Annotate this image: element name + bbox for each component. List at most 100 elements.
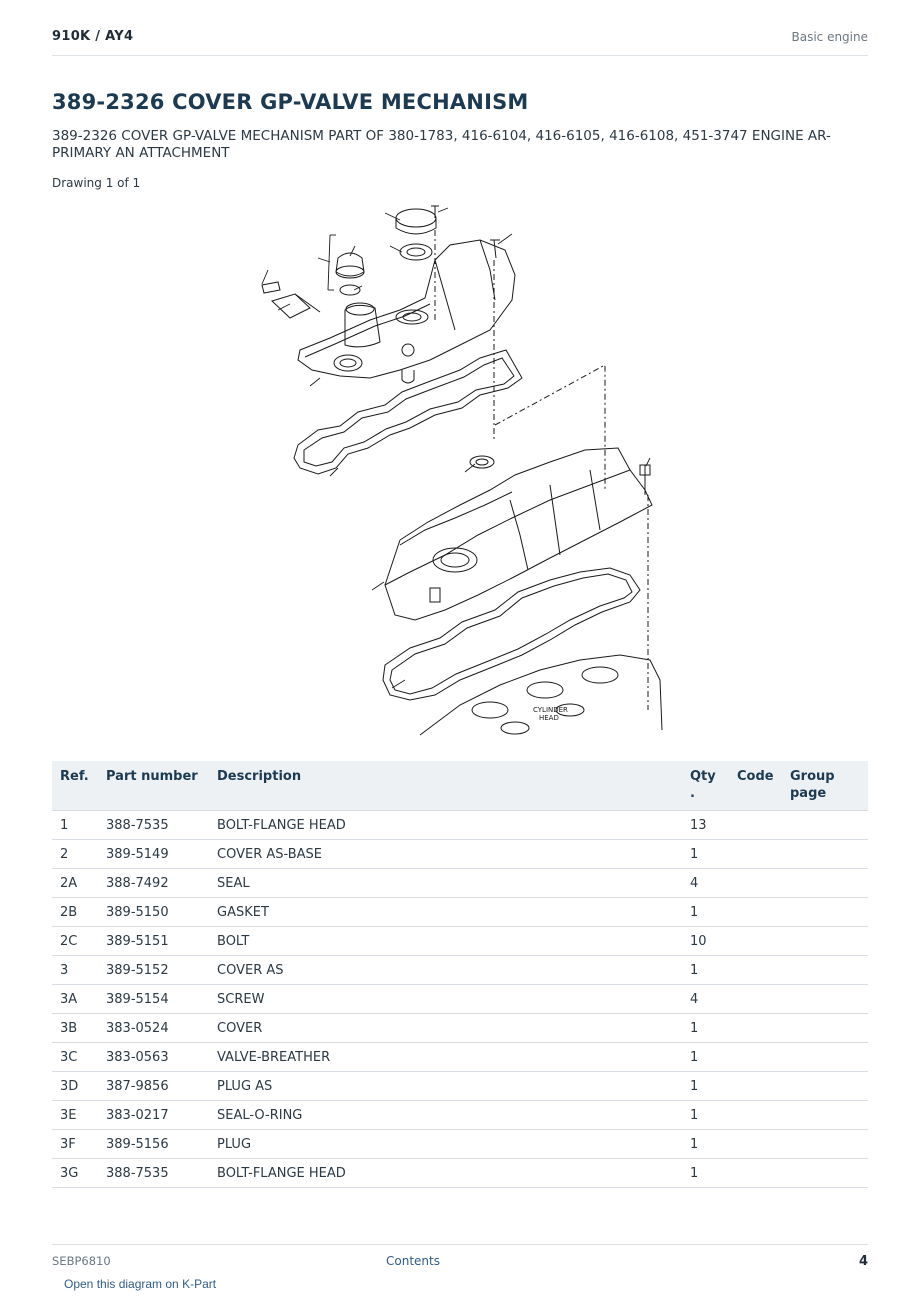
cell-part-number[interactable]: 388-7535 bbox=[98, 1158, 209, 1188]
assembly-guide-lines bbox=[434, 230, 649, 710]
cell-part-number[interactable]: 389-5150 bbox=[98, 897, 209, 927]
cell-part-number[interactable]: 389-5154 bbox=[98, 984, 209, 1014]
cell-code bbox=[729, 1042, 782, 1072]
cell-ref: 2C bbox=[52, 926, 98, 956]
cell-qty: 1 bbox=[682, 955, 729, 985]
cell-group-page bbox=[782, 897, 868, 927]
cell-group-page bbox=[782, 926, 868, 956]
cell-part-number[interactable]: 383-0217 bbox=[98, 1100, 209, 1130]
cell-part-number[interactable]: 387-9856 bbox=[98, 1071, 209, 1101]
cell-code bbox=[729, 955, 782, 985]
cell-part-number[interactable]: 389-5149 bbox=[98, 839, 209, 869]
cell-ref: 3C bbox=[52, 1042, 98, 1072]
cell-ref: 3 bbox=[52, 955, 98, 985]
cell-group-page bbox=[782, 810, 868, 840]
cell-group-page bbox=[782, 1158, 868, 1188]
section-name: Basic engine bbox=[791, 30, 868, 44]
breather-cover bbox=[395, 208, 437, 261]
cell-part-number[interactable]: 389-5156 bbox=[98, 1129, 209, 1159]
cell-group-page bbox=[782, 1129, 868, 1159]
cell-description: VALVE-BREATHER bbox=[209, 1042, 682, 1072]
cell-description: COVER AS-BASE bbox=[209, 839, 682, 869]
cell-description: GASKET bbox=[209, 897, 682, 927]
page-number: 4 bbox=[858, 1254, 868, 1269]
cell-qty: 4 bbox=[682, 868, 729, 898]
kpart-diagram-link[interactable]: Open this diagram on K-Part bbox=[64, 1277, 217, 1291]
cell-description: BOLT-FLANGE HEAD bbox=[209, 1158, 682, 1188]
cell-code bbox=[729, 897, 782, 927]
cell-group-page bbox=[782, 868, 868, 898]
page-header: 910K / AY4 Basic engine bbox=[52, 26, 868, 56]
cell-part-number[interactable]: 383-0563 bbox=[98, 1042, 209, 1072]
cell-description: COVER AS bbox=[209, 955, 682, 985]
cell-ref: 2A bbox=[52, 868, 98, 898]
cell-code bbox=[729, 1158, 782, 1188]
cell-code bbox=[729, 1013, 782, 1043]
upper-cover-assembly bbox=[271, 239, 516, 384]
cell-group-page bbox=[782, 1013, 868, 1043]
cell-description: SEAL bbox=[209, 868, 682, 898]
cell-ref: 3E bbox=[52, 1100, 98, 1130]
page-title: 389-2326 COVER GP-VALVE MECHANISM bbox=[52, 90, 529, 114]
table-header-row: Ref. Part number Description Qty. Code G… bbox=[52, 761, 868, 811]
cell-ref: 3B bbox=[52, 1013, 98, 1043]
cell-code bbox=[729, 926, 782, 956]
cell-code bbox=[729, 868, 782, 898]
cell-ref: 3G bbox=[52, 1158, 98, 1188]
upper-gasket bbox=[293, 349, 523, 475]
cell-part-number[interactable]: 383-0524 bbox=[98, 1013, 209, 1043]
cell-code bbox=[729, 810, 782, 840]
header-qty: Qty. bbox=[682, 761, 729, 811]
cell-qty: 1 bbox=[682, 1100, 729, 1130]
cell-code bbox=[729, 839, 782, 869]
cell-part-number[interactable]: 388-7492 bbox=[98, 868, 209, 898]
cell-group-page bbox=[782, 955, 868, 985]
cell-qty: 1 bbox=[682, 1071, 729, 1101]
cell-qty: 10 bbox=[682, 926, 729, 956]
cell-qty: 1 bbox=[682, 839, 729, 869]
leader-lines bbox=[261, 207, 651, 689]
page-subtitle: 389-2326 COVER GP-VALVE MECHANISM PART O… bbox=[52, 128, 831, 161]
cylinder-head-label: CYLINDER HEAD bbox=[533, 706, 570, 722]
cell-qty: 1 bbox=[682, 1129, 729, 1159]
cell-description: BOLT bbox=[209, 926, 682, 956]
cell-code bbox=[729, 984, 782, 1014]
cell-qty: 1 bbox=[682, 897, 729, 927]
filler-cap bbox=[335, 252, 365, 296]
cell-description: PLUG bbox=[209, 1129, 682, 1159]
cell-part-number[interactable]: 389-5151 bbox=[98, 926, 209, 956]
lower-valve-cover bbox=[384, 447, 653, 621]
cell-ref: 2 bbox=[52, 839, 98, 869]
cell-description: BOLT-FLANGE HEAD bbox=[209, 810, 682, 840]
cell-group-page bbox=[782, 1100, 868, 1130]
cell-ref: 3D bbox=[52, 1071, 98, 1101]
machine-model: 910K / AY4 bbox=[52, 29, 134, 44]
cell-group-page bbox=[782, 1071, 868, 1101]
cell-code bbox=[729, 1071, 782, 1101]
cell-part-number[interactable]: 388-7535 bbox=[98, 810, 209, 840]
cell-description: SCREW bbox=[209, 984, 682, 1014]
cell-qty: 1 bbox=[682, 1158, 729, 1188]
cell-description: SEAL-O-RING bbox=[209, 1100, 682, 1130]
lower-gasket bbox=[382, 567, 641, 701]
header-code: Code bbox=[729, 761, 782, 811]
exploded-parts-diagram: CYLINDER HEAD bbox=[261, 205, 663, 736]
document-id: SEBP6810 bbox=[52, 1254, 111, 1268]
cell-description: PLUG AS bbox=[209, 1071, 682, 1101]
cell-qty: 1 bbox=[682, 1042, 729, 1072]
cell-qty: 1 bbox=[682, 1013, 729, 1043]
cell-code bbox=[729, 1129, 782, 1159]
cell-ref: 2B bbox=[52, 897, 98, 927]
contents-link[interactable]: Contents bbox=[386, 1254, 440, 1268]
cell-part-number[interactable]: 389-5152 bbox=[98, 955, 209, 985]
